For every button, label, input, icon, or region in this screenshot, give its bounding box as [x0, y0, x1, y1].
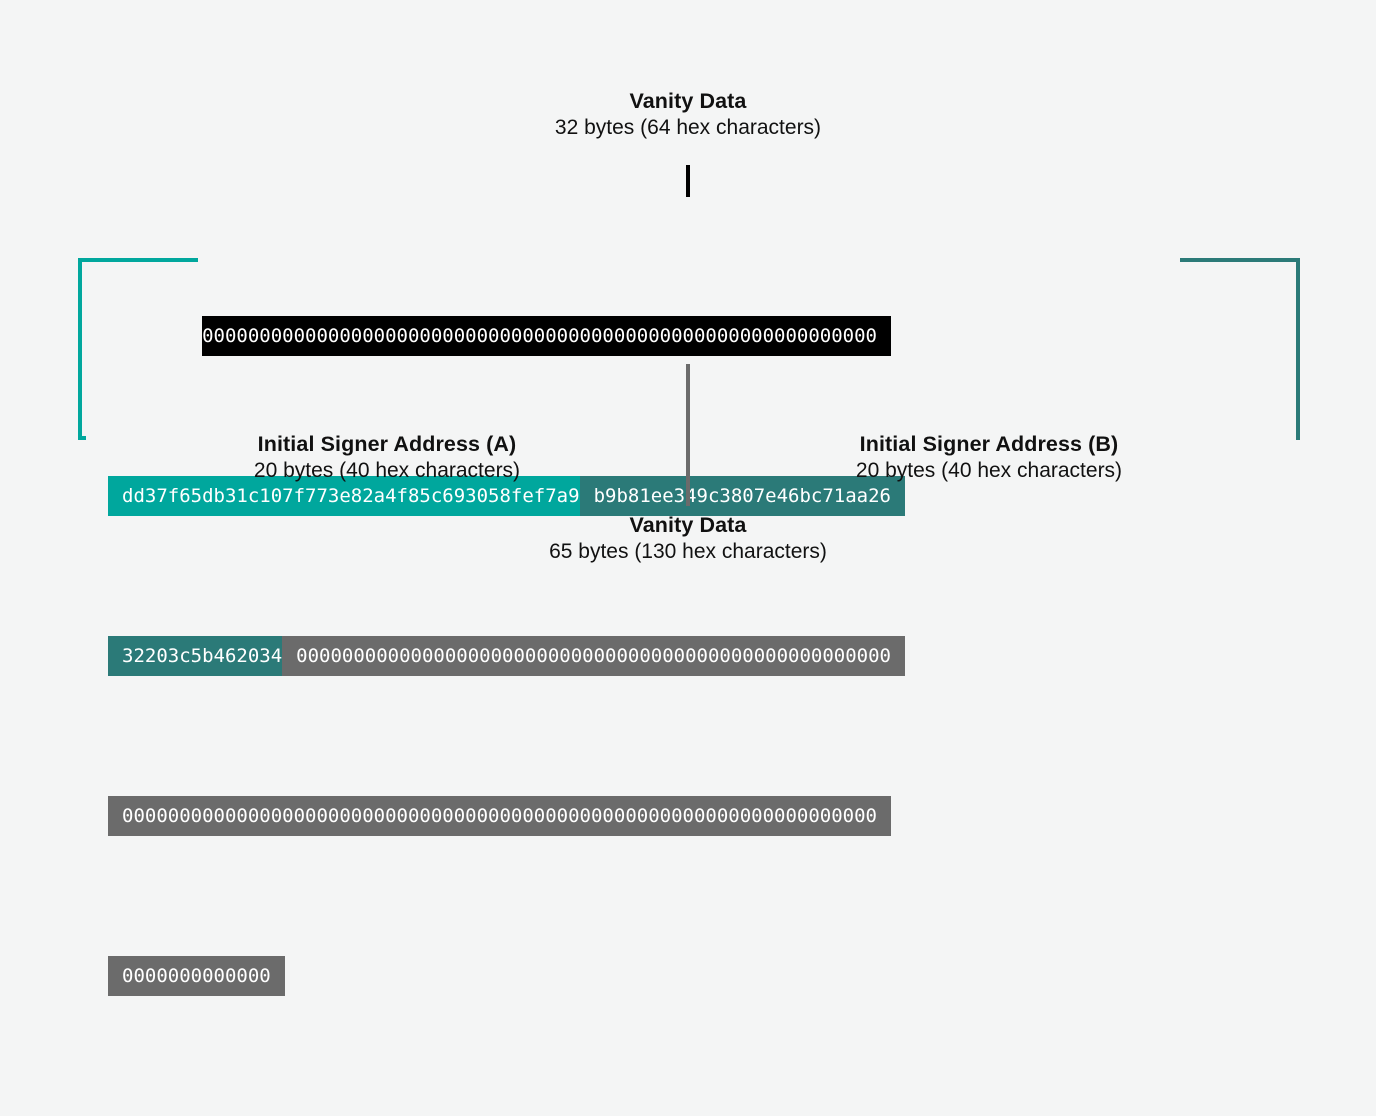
hex-segment-signer-b-part1: b9b81ee349c3807e46bc71aa26	[579, 476, 905, 516]
vanity-data-bottom-label: Vanity Data 65 bytes (130 hex characters…	[438, 512, 938, 565]
top-connector-line	[686, 165, 690, 197]
signer-a-bracket	[78, 258, 202, 440]
signer-a-title: Initial Signer Address (A)	[257, 432, 517, 456]
signer-b-subtitle: 20 bytes (40 hex characters)	[855, 459, 1123, 482]
diagram-canvas: Vanity Data 32 bytes (64 hex characters)…	[78, 88, 1300, 996]
hex-segment-vanity-bottom-1: 0000000000000000000000000000000000000000…	[282, 636, 905, 676]
hex-segment-signer-a: dd37f65db31c107f773e82a4f85c693058fef7a9	[108, 476, 580, 516]
hex-row: 32203c5b462034 0000000000000000000000000…	[108, 636, 1266, 676]
vanity-data-top-label: Vanity Data 32 bytes (64 hex characters)	[438, 88, 938, 141]
vanity-data-top-subtitle: 32 bytes (64 hex characters)	[554, 116, 822, 139]
vanity-data-bottom-title: Vanity Data	[629, 513, 747, 537]
signer-b-label: Initial Signer Address (B) 20 bytes (40 …	[739, 431, 1239, 484]
vanity-data-bottom-subtitle: 65 bytes (130 hex characters)	[549, 540, 827, 563]
hex-segment-signer-b-part2: 32203c5b462034	[108, 636, 283, 676]
signer-a-label: Initial Signer Address (A) 20 bytes (40 …	[137, 431, 637, 484]
bracket-mask	[1180, 266, 1296, 440]
bracket-mask	[86, 266, 202, 440]
hex-row: 0x00000000000000000000000000000000000000…	[108, 316, 1266, 356]
signer-a-subtitle: 20 bytes (40 hex characters)	[253, 459, 521, 482]
signer-b-bracket	[1180, 258, 1300, 440]
hex-row: 0000000000000000000000000000000000000000…	[108, 796, 1266, 836]
hex-segment-vanity-bottom-3: 0000000000000	[108, 956, 285, 996]
hex-segment-vanity-top: 0x00000000000000000000000000000000000000…	[108, 316, 891, 356]
vanity-data-top-title: Vanity Data	[629, 89, 747, 113]
hex-row: dd37f65db31c107f773e82a4f85c693058fef7a9…	[108, 476, 1266, 516]
hex-segment-vanity-bottom-2: 0000000000000000000000000000000000000000…	[108, 796, 891, 836]
bottom-connector-line	[686, 364, 690, 506]
hex-byte-block: 0x00000000000000000000000000000000000000…	[108, 196, 1266, 1116]
hex-row: 0000000000000	[108, 956, 1266, 996]
signer-b-title: Initial Signer Address (B)	[859, 432, 1119, 456]
